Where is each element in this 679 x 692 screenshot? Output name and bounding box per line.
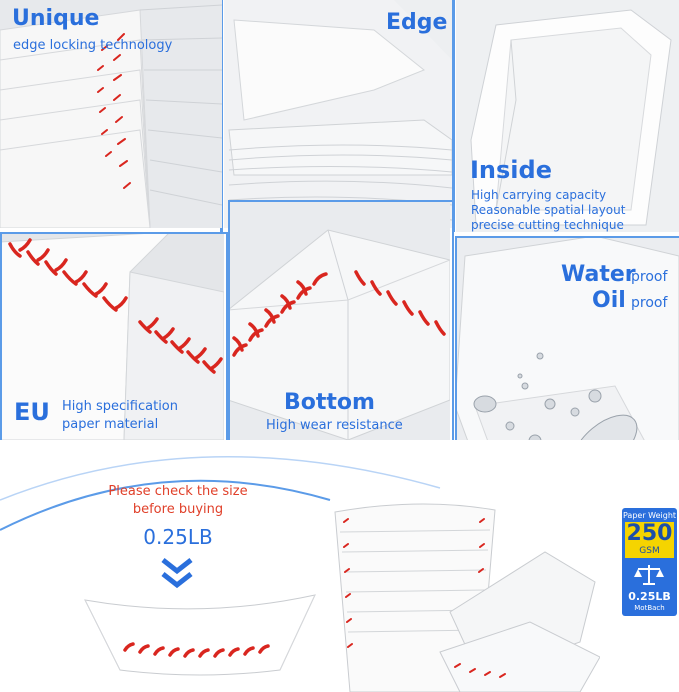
scale-icon	[634, 565, 664, 585]
panel-eu: EU High specification paper material	[0, 232, 224, 440]
size-section: Please check the size before buying 0.25…	[0, 440, 679, 692]
tray-water-drops-image	[455, 236, 679, 488]
single-tray-image	[84, 594, 316, 676]
edge-closeup-image	[224, 0, 452, 228]
proof-water-label: Water	[561, 262, 636, 287]
tray-bottom-image	[228, 229, 450, 440]
panel-edge: Edge	[224, 0, 452, 228]
badge-weight: 0.25LB	[628, 590, 671, 603]
badge-brand: MotBach	[634, 604, 665, 612]
badge-unit: GSM	[639, 546, 660, 556]
badge-header: Paper Weight	[622, 511, 677, 520]
inside-line-2: Reasonable spatial layout	[471, 203, 626, 217]
panel-unique: Unique edge locking technology	[0, 0, 222, 228]
unique-subtitle: edge locking technology	[13, 38, 173, 53]
size-notice-line-2: before buying	[132, 502, 224, 517]
eu-line-1: High specification	[62, 399, 178, 414]
paper-weight-badge: Paper Weight 250 GSM 0.25LB MotBach	[622, 508, 677, 616]
bottom-subtitle: High wear resistance	[266, 418, 403, 433]
size-notice-weight: 0.25LB	[143, 525, 213, 549]
double-chevron-down-icon	[161, 558, 193, 589]
size-notice-line-1: Please check the size	[108, 484, 248, 499]
stacked-trays-image	[0, 4, 222, 228]
panel-inside: Inside High carrying capacity Reasonable…	[456, 0, 679, 232]
stacked-trays-product-image	[334, 503, 600, 692]
inside-line-1: High carrying capacity	[471, 188, 607, 202]
eu-line-2: paper material	[62, 417, 159, 432]
proof-word-2: proof	[631, 295, 668, 311]
tray-inside-image	[470, 9, 672, 226]
badge-value: 250	[626, 521, 673, 546]
badge-value-box: 250 GSM	[625, 521, 674, 558]
inside-title: Inside	[470, 156, 552, 184]
edge-title: Edge	[386, 10, 448, 35]
bottom-arc-decoration	[0, 456, 441, 531]
divider-top-right	[452, 0, 455, 232]
eu-title: EU	[14, 398, 50, 426]
proof-oil-label: Oil	[592, 288, 626, 313]
inside-line-3: precise cutting technique	[471, 218, 624, 232]
unique-title: Unique	[12, 6, 100, 31]
panel-bottom: Bottom High wear resistance	[228, 200, 450, 440]
bottom-title: Bottom	[284, 390, 375, 415]
proof-word-1: proof	[631, 269, 668, 285]
tray-corner-stitch-image	[0, 232, 224, 440]
